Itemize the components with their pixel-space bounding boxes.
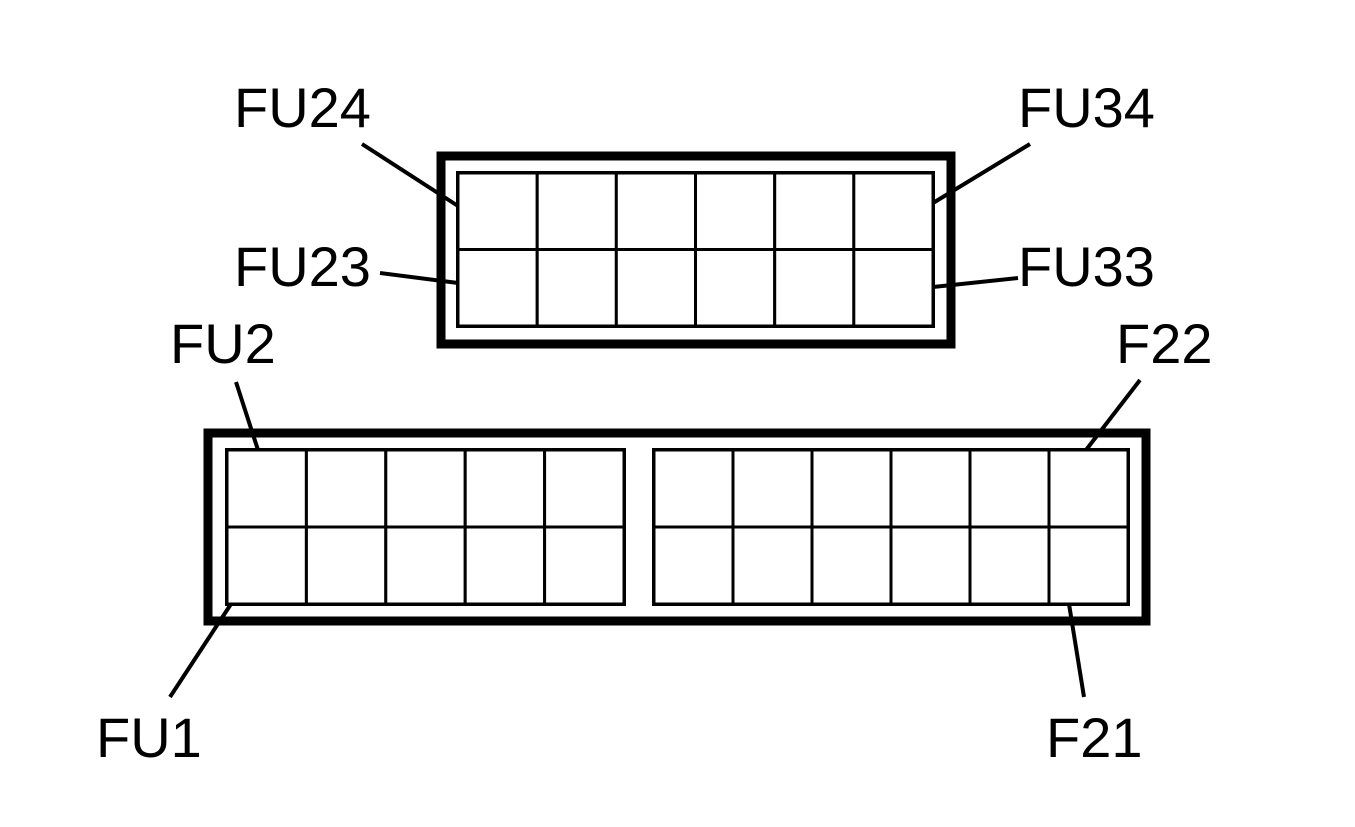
f22-label: F22	[1116, 312, 1213, 375]
fuse-slot	[968, 448, 1051, 529]
fuse-slot	[543, 448, 626, 529]
fuse-slot	[889, 448, 972, 529]
fu34-label: FU34	[1018, 76, 1155, 139]
fuse-slot	[456, 171, 539, 251]
fuse-slot	[694, 171, 777, 251]
fu2-leader-line	[234, 381, 260, 451]
fuse-slot	[810, 448, 893, 529]
fuse-slot	[652, 448, 735, 529]
upper-fuse-grid	[456, 171, 935, 328]
fuse-slot	[852, 248, 935, 328]
fu33-leader-line	[932, 276, 1019, 289]
fu24-leader-line	[360, 142, 460, 208]
fu23-leader-line	[379, 271, 459, 285]
lower-right-fuse-grid	[652, 448, 1130, 606]
f21-label: F21	[1046, 706, 1143, 769]
fu2-label: FU2	[170, 312, 276, 375]
fuse-slot	[304, 448, 388, 529]
fuse-slot	[731, 448, 814, 529]
fu33-label: FU33	[1018, 235, 1155, 298]
fuse-slot	[731, 525, 814, 606]
fuse-slot	[652, 525, 735, 606]
fuse-slot	[535, 171, 618, 251]
fuse-slot	[773, 248, 856, 328]
fuse-slot	[614, 171, 697, 251]
fuse-slot	[614, 248, 697, 328]
fuse-slot	[773, 171, 856, 251]
fuse-slot	[543, 525, 626, 606]
fuse-slot	[463, 525, 547, 606]
f21-leader-line	[1067, 603, 1086, 698]
fuse-slot	[456, 248, 539, 328]
fu1-label: FU1	[96, 706, 202, 769]
fuse-slot	[463, 448, 547, 529]
upper-block-outer-frame	[436, 151, 956, 349]
fuse-slot	[852, 171, 935, 251]
fuse-slot	[1047, 525, 1130, 606]
f22-leader-line	[1084, 378, 1142, 452]
fuse-slot	[694, 248, 777, 328]
fuse-slot	[968, 525, 1051, 606]
upper-fuse-block	[436, 151, 956, 349]
fuse-slot	[225, 525, 308, 606]
fuse-slot	[384, 448, 467, 529]
lower-left-fuse-grid	[225, 448, 626, 606]
lower-block-outer-frame	[203, 428, 1151, 626]
fuse-slot	[1047, 448, 1130, 529]
fu24-label: FU24	[234, 76, 371, 139]
fu23-label: FU23	[234, 235, 371, 298]
fuse-slot	[889, 525, 972, 606]
fu1-leader-line	[168, 602, 233, 699]
fuse-slot	[810, 525, 893, 606]
fuse-slot	[384, 525, 467, 606]
fu34-leader-line	[931, 142, 1032, 205]
fuse-slot	[535, 248, 618, 328]
fuse-slot	[225, 448, 308, 529]
lower-fuse-block	[203, 428, 1151, 626]
fuse-slot	[304, 525, 388, 606]
